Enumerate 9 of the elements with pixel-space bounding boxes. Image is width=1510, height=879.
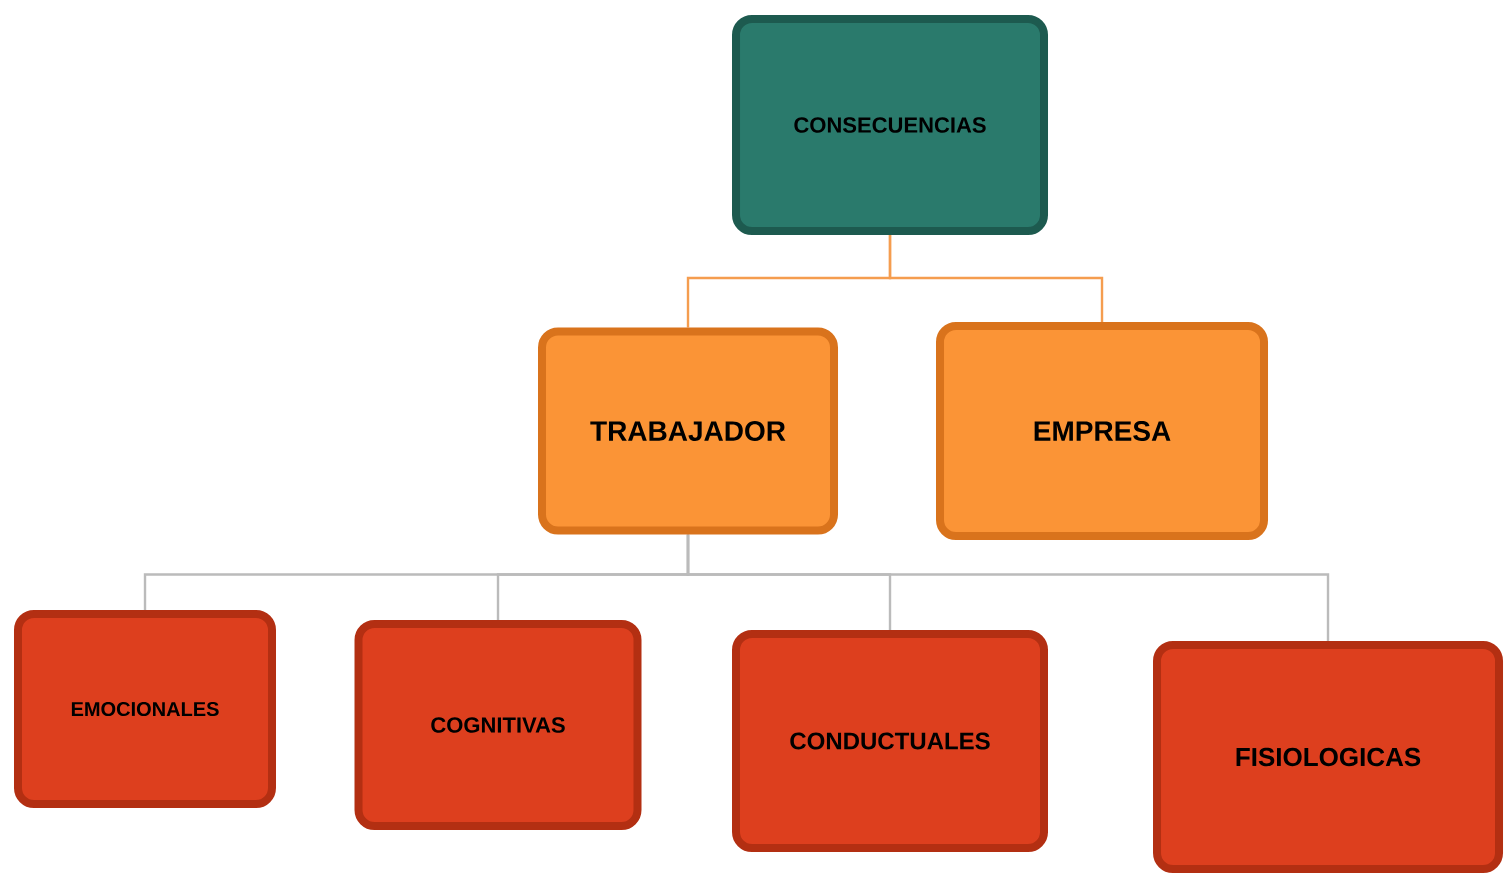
connector-line — [686, 534, 1330, 641]
category-box: EMOCIONALES — [14, 610, 276, 808]
category-box: FISIOLOGICAS — [1153, 641, 1503, 873]
category-box: COGNITIVAS — [354, 620, 642, 830]
category-box: EMPRESA — [936, 322, 1268, 540]
category-box: CONSECUENCIAS — [732, 15, 1048, 235]
category-box: TRABAJADOR — [538, 327, 838, 535]
connector-line — [888, 235, 1104, 322]
category-box: CONDUCTUALES — [732, 630, 1048, 852]
